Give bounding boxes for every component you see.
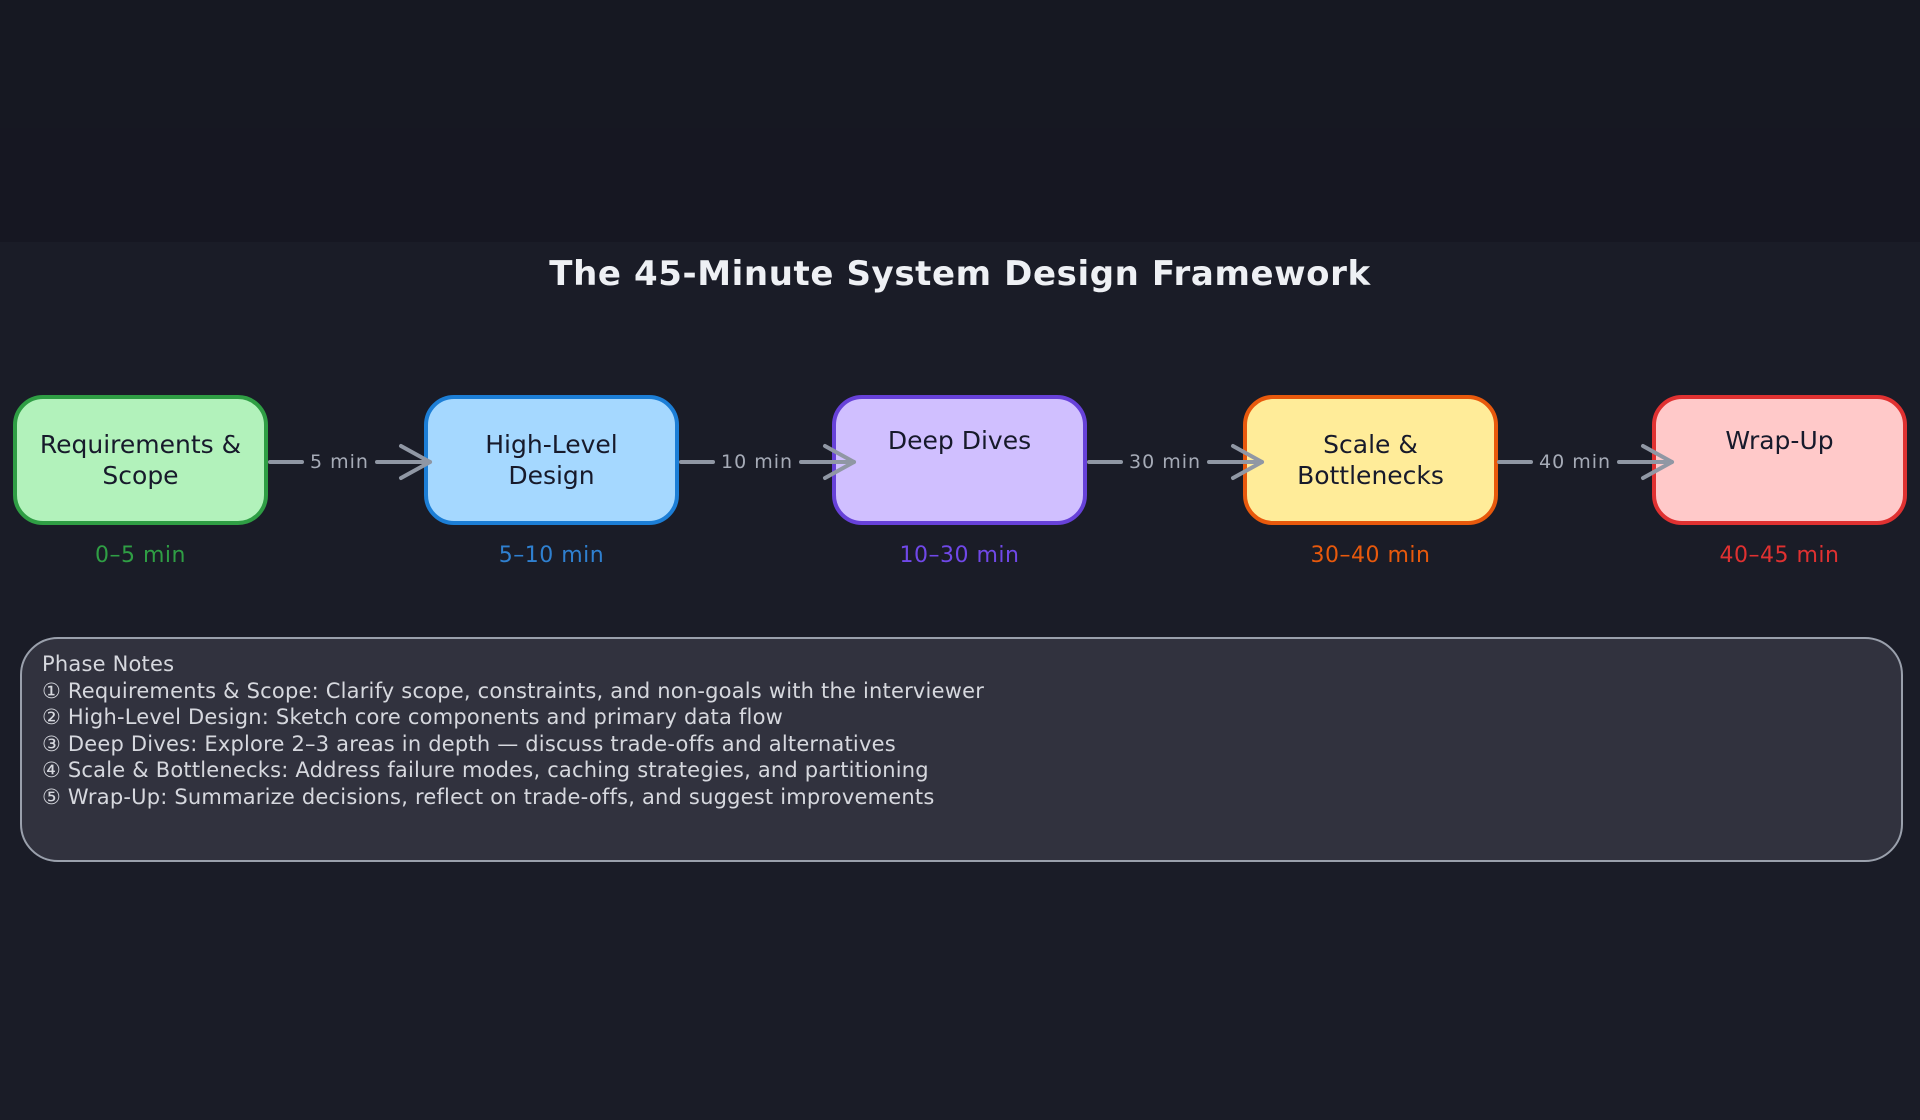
connector-4: 40 min xyxy=(1497,440,1675,484)
phase-note-item: ⑤ Wrap-Up: Summarize decisions, reflect … xyxy=(42,784,935,809)
phase-box-requirements-scope: Requirements & Scope xyxy=(13,395,268,525)
arrow-right-icon xyxy=(374,444,432,480)
connector-label: 5 min xyxy=(310,451,369,473)
time-range-requirements-scope: 0–5 min xyxy=(95,543,186,568)
time-range-high-level-design: 5–10 min xyxy=(498,543,605,568)
connector-label: 40 min xyxy=(1539,451,1612,473)
connector-label: 30 min xyxy=(1129,451,1202,473)
phase-notes-text: Phase Notes ① Requirements & Scope: Clar… xyxy=(42,651,984,810)
arrow-stub-line xyxy=(679,460,715,464)
connector-2: 10 min xyxy=(679,440,857,484)
phase-box-deep-dives: Deep Dives xyxy=(832,395,1087,525)
time-range-scale-bottlenecks: 30–40 min xyxy=(1310,543,1431,568)
arrow-stub-line xyxy=(1497,460,1533,464)
connector-label: 10 min xyxy=(721,451,794,473)
time-range-wrap-up: 40–45 min xyxy=(1719,543,1840,568)
connector-3: 30 min xyxy=(1087,440,1265,484)
arrow-stub-line xyxy=(268,460,304,464)
arrow-stub-line xyxy=(1087,460,1123,464)
arrow-right-icon xyxy=(1207,444,1265,480)
background-top-band xyxy=(0,0,1920,242)
time-range-deep-dives: 10–30 min xyxy=(899,543,1020,568)
connector-1: 5 min xyxy=(268,440,432,484)
diagram-title: The 45-Minute System Design Framework xyxy=(549,254,1371,294)
phase-note-item: ④ Scale & Bottlenecks: Address failure m… xyxy=(42,758,929,782)
phase-note-item: ① Requirements & Scope: Clarify scope, c… xyxy=(42,678,985,703)
phase-box-high-level-design: High-Level Design xyxy=(424,395,679,525)
phase-box-scale-bottlenecks: Scale & Bottlenecks xyxy=(1243,395,1498,525)
arrow-right-icon xyxy=(799,444,857,480)
phase-box-wrap-up: Wrap-Up xyxy=(1652,395,1907,525)
phase-notes-title: Phase Notes xyxy=(42,652,175,676)
phase-note-item: ② High-Level Design: Sketch core compone… xyxy=(42,705,783,729)
phase-note-item: ③ Deep Dives: Explore 2–3 areas in depth… xyxy=(42,731,896,756)
arrow-right-icon xyxy=(1617,444,1675,480)
phase-notes-panel xyxy=(20,637,1903,862)
